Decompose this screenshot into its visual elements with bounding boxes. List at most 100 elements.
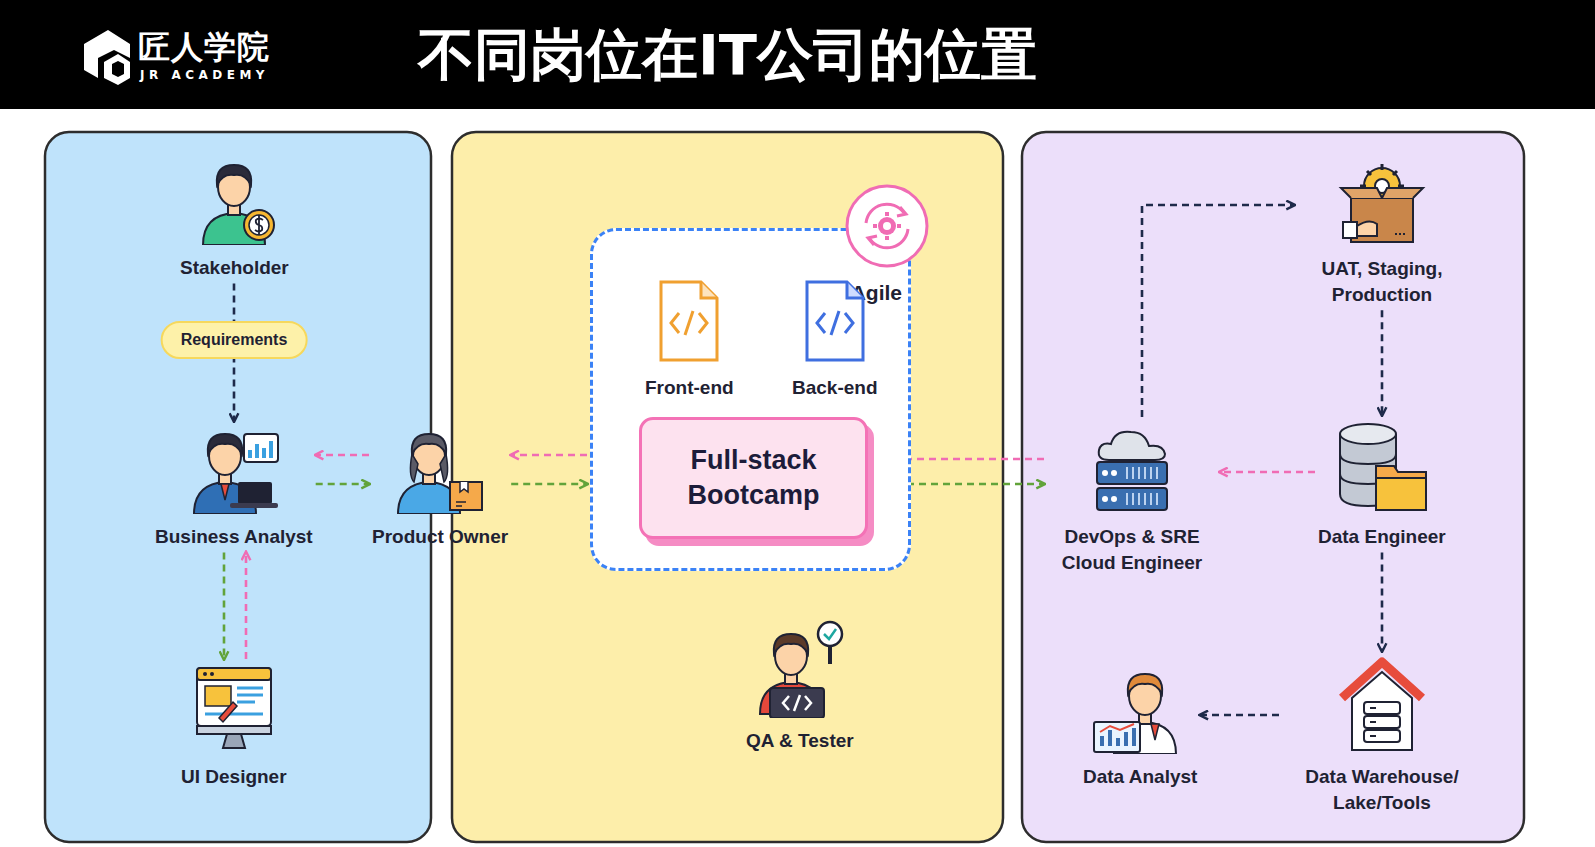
role-label: Stakeholder [180, 255, 289, 281]
icon-part [205, 686, 231, 706]
role-label: Data Warehouse/ Lake/Tools [1282, 764, 1482, 815]
icon-part [208, 434, 242, 454]
icon-part [1102, 728, 1134, 746]
ba-icon [184, 424, 284, 514]
role-node: Front-end [645, 279, 734, 401]
icon-part [1341, 188, 1423, 198]
role-label: QA & Tester [746, 728, 854, 754]
icon-part [112, 61, 124, 77]
role-node: QA & Tester [746, 618, 854, 754]
icon-part [866, 204, 908, 248]
icon-part [1127, 467, 1157, 505]
icon-part [1376, 466, 1426, 510]
icon-part [883, 222, 891, 230]
role-node: Data Analyst [1083, 664, 1197, 790]
devops-icon [1087, 420, 1177, 514]
fileB-icon [803, 279, 867, 363]
logo-mark [84, 30, 130, 85]
icon-part [230, 503, 278, 508]
icon-part [1376, 478, 1426, 510]
icon-part [1102, 470, 1108, 476]
icon-part [807, 282, 863, 360]
role-label: UAT, Staging, Production [1297, 256, 1467, 307]
dashed-connector [316, 454, 369, 457]
dashed-connector [1200, 714, 1279, 717]
icon-part [1099, 432, 1165, 460]
icon-part [244, 210, 274, 240]
dw-icon [1332, 654, 1432, 754]
icon-part [1343, 222, 1357, 238]
icon-part [1102, 496, 1108, 502]
icon-part [878, 217, 896, 235]
blue-panel [45, 132, 431, 842]
icon-part [1364, 702, 1400, 714]
da-icon [1090, 664, 1190, 754]
logo-text: 匠人学院 [138, 26, 270, 70]
purple-panel [1022, 132, 1524, 842]
role-node: Back-end [792, 279, 878, 401]
icon-part [450, 482, 482, 510]
icon-part [238, 482, 272, 504]
icon-part [1094, 722, 1140, 752]
icon-part [824, 629, 836, 639]
icon-part [210, 672, 214, 676]
icon-part [197, 668, 271, 726]
dashed-connector [1381, 310, 1384, 415]
icon-part [217, 165, 251, 185]
logo-subtext: JR ACADEMY [140, 68, 269, 82]
role-label: Data Analyst [1083, 764, 1197, 790]
icon-part [783, 695, 811, 711]
box-label: Full-stack Bootcamp [652, 443, 855, 513]
de-icon [1332, 418, 1432, 514]
icon-part [410, 454, 447, 482]
role-node: Business Analyst [155, 424, 313, 550]
icon-part [223, 734, 245, 748]
po-icon [390, 424, 490, 514]
icon-part [1340, 424, 1396, 444]
uat-icon [1337, 160, 1427, 246]
icon-part [1151, 724, 1159, 740]
agile-icon [844, 183, 930, 269]
yellow-panel [452, 132, 1003, 842]
icon-part [1111, 496, 1117, 502]
stake-icon [189, 155, 279, 245]
icon-part [847, 186, 927, 266]
role-node: Data Warehouse/ Lake/Tools [1282, 654, 1482, 815]
icon-part [847, 282, 863, 298]
icon-part [1352, 672, 1412, 750]
icon-part [249, 215, 269, 235]
icon-part [412, 434, 446, 454]
role-label: DevOps & SRE Cloud Engineer [1047, 524, 1217, 575]
title: 不同岗位在IT公司的位置 [418, 18, 1037, 94]
role-label: UI Designer [181, 764, 287, 790]
dashed-connector [1220, 471, 1315, 474]
role-label: Front-end [645, 375, 734, 401]
ui-icon [189, 662, 279, 754]
icon-part [701, 282, 717, 298]
role-label: Back-end [792, 375, 878, 401]
icon-part [104, 54, 130, 85]
icon-part [661, 282, 717, 360]
dashed-connector [511, 454, 587, 457]
role-node: UI Designer [181, 662, 287, 790]
dashed-connector [223, 553, 226, 659]
icon-part [770, 688, 824, 718]
icon-part [817, 311, 853, 335]
icon-part [868, 207, 906, 245]
icon-part [197, 668, 271, 680]
icon-part [671, 311, 707, 335]
role-node: DevOps & SRE Cloud Engineer [1047, 420, 1217, 575]
dashed-connector [511, 483, 587, 486]
icon-part [1364, 716, 1400, 728]
text-wrap: Full-stack Bootcamp [652, 443, 855, 513]
icon-part [460, 482, 468, 492]
agile-group: AgileFront-endBack-endFull-stack Bootcam… [590, 228, 911, 571]
icon-part [1111, 470, 1117, 476]
icon-part [1395, 233, 1407, 235]
dashed-connector [1381, 553, 1384, 651]
icon-part [774, 634, 808, 654]
icon-part [250, 441, 271, 458]
icon-part [873, 212, 901, 240]
dashed-connector [316, 483, 369, 486]
